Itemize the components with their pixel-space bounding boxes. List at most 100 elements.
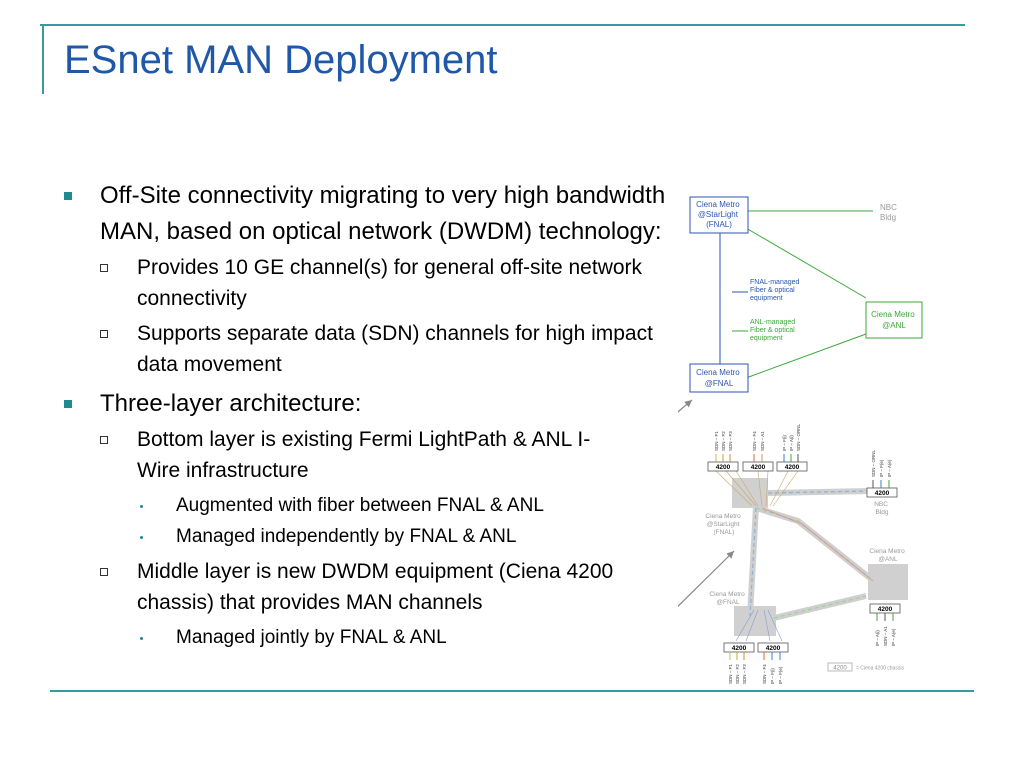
- node-fnal: [689, 363, 749, 393]
- chassis-top-3-label: 4200: [785, 464, 800, 471]
- site-anl-line1: Ciena Metro: [869, 548, 905, 555]
- svg-text:Ciena Metro @FNAL: Ciena Metro @FNAL: [709, 591, 746, 606]
- hollow-square-bullet-icon: [100, 436, 108, 444]
- channel-label: IP – F(i): [770, 668, 775, 684]
- sub-sub-bullet-text: Managed independently by FNAL & ANL: [176, 526, 517, 547]
- footer-rule: [50, 690, 974, 692]
- sub-sub-bullet-text: Managed jointly by FNAL & ANL: [176, 627, 447, 648]
- channel-label: IP – A(e): [887, 459, 892, 477]
- node-fnal-line1: Ciena Metro: [696, 368, 740, 377]
- channel-label: SDN – A1: [760, 431, 765, 451]
- sub-bullet-sdn: Supports separate data (SDN) channels fo…: [62, 318, 672, 380]
- hollow-square-bullet-icon: [100, 264, 108, 272]
- channel-arrows-anl: [876, 613, 894, 621]
- fiber-ring-dash-blue: [749, 490, 871, 617]
- channel-arrows-top: [715, 454, 799, 462]
- legend-fnal-line1: FNAL-managed: [750, 279, 800, 286]
- pointer-arrow-lower: [678, 550, 735, 608]
- channel-label: SDN – F4: [752, 431, 757, 451]
- legend-anl-line2: Fiber & optical: [750, 327, 795, 334]
- svg-text:NBC Bldg: NBC Bldg: [880, 203, 899, 222]
- hollow-square-bullet-icon: [100, 330, 108, 338]
- channel-labels-top: SDN – F1 SDN – F2 SDN – F3 SDN – F4 SDN …: [714, 423, 801, 451]
- node-fnal-line2: @FNAL: [705, 379, 734, 388]
- channel-labels-anl: IP – A(i) SDN – A1 IP – A(e): [875, 626, 896, 646]
- channel-label: SDN – F1: [728, 664, 733, 684]
- bullet-offsite: Off-Site connectivity migrating to very …: [62, 178, 672, 250]
- channel-label: IP – A(i): [789, 435, 794, 451]
- node-starlight-line1: Ciena Metro: [696, 200, 740, 209]
- site-starlight-line3: (FNAL): [714, 529, 735, 536]
- hollow-square-bullet-icon: [100, 568, 108, 576]
- square-bullet-icon: [64, 400, 72, 408]
- bullet-text: Off-Site connectivity migrating to very …: [100, 182, 666, 245]
- sub-sub-bullet-fiber: Augmented with fiber between FNAL & ANL: [62, 490, 672, 521]
- square-bullet-icon: [64, 192, 72, 200]
- link-fnal-anl: [745, 333, 867, 379]
- bottom-diagram: 4200 4200 4200 4200 4200 4200 4200: [705, 423, 908, 684]
- svg-text:ANL-managed Fiber & opti: ANL-managed Fiber & optical equipment: [750, 319, 797, 342]
- legend-note: = Ciena 4200 chassis: [856, 666, 904, 672]
- site-anl-line2: @ANL: [878, 556, 898, 563]
- svg-text:Ciena Metro @ANL: Ciena Metro @ANL: [871, 310, 917, 330]
- site-nbc-line1: NBC: [874, 501, 888, 508]
- svg-text:Ciena Metro @FNAL: Ciena Metro @FNAL: [696, 368, 742, 388]
- sub-bullet-text: Bottom layer is existing Fermi LightPath…: [137, 428, 591, 482]
- channel-arrows-fnal: [729, 652, 781, 660]
- channel-label: SDN – F2: [735, 664, 740, 684]
- channel-label: SDN – F1: [714, 431, 719, 451]
- chassis-fnal-1: [723, 642, 755, 653]
- node-anl: [865, 301, 923, 339]
- sub-bullet-text: Supports separate data (SDN) channels fo…: [137, 322, 653, 376]
- channel-label: IP – F(e): [778, 666, 783, 684]
- channel-label: IP – A(e): [891, 628, 896, 646]
- channel-tie-lines: [715, 470, 799, 507]
- chassis-top-1-label: 4200: [716, 464, 731, 471]
- slide-title: ESnet MAN Deployment: [64, 38, 498, 82]
- fiber-ring-red: [761, 507, 874, 582]
- sub-bullet-text: Middle layer is new DWDM equipment (Cien…: [137, 560, 614, 614]
- channel-label: IP – A(i): [875, 630, 880, 646]
- sub-sub-bullet-managed-independently: Managed independently by FNAL & ANL: [62, 521, 672, 552]
- channel-label: SDN – ORNL: [796, 423, 801, 451]
- channel-label: SDN – F4: [762, 664, 767, 684]
- site-starlight-line2: @StarLight: [707, 521, 740, 528]
- chassis-fnal-2-label: 4200: [766, 645, 781, 652]
- link-starlight-anl: [745, 227, 867, 299]
- channel-labels-fnal: SDN – F1 SDN – F2 SDN – F3 SDN – F4 IP –…: [728, 664, 783, 684]
- bullet-list: Off-Site connectivity migrating to very …: [62, 178, 672, 653]
- legend-anl-line1: ANL-managed: [750, 319, 795, 326]
- node-anl-line1: Ciena Metro: [871, 310, 915, 319]
- svg-text:NBC Bldg: NBC Bldg: [874, 501, 890, 516]
- bullet-three-layer: Three-layer architecture:: [62, 386, 672, 422]
- sub-sub-bullet-text: Augmented with fiber between FNAL & ANL: [176, 495, 544, 516]
- legend-fnal-line2: Fiber & optical: [750, 287, 795, 294]
- chassis-fnal-1-label: 4200: [732, 645, 747, 652]
- svg-text:FNAL-managed Fiber & opt: FNAL-managed Fiber & optical equipment: [750, 279, 801, 302]
- node-anl-line2: @ANL: [882, 321, 906, 330]
- sub-bullet-middle-layer: Middle layer is new DWDM equipment (Cien…: [62, 556, 672, 618]
- site-nbc-line2: Bldg: [875, 509, 888, 516]
- sub-sub-bullet-managed-jointly: Managed jointly by FNAL & ANL: [62, 622, 672, 653]
- fnal-tie-lines: [735, 609, 783, 642]
- channel-arrows-nbc: [872, 480, 890, 488]
- channel-label: IP – F(i): [782, 435, 787, 451]
- channel-label: SDN – F3: [728, 431, 733, 451]
- dot-bullet-icon: [140, 536, 143, 539]
- channel-labels-nbc: SDN – ORNL IP – F(e) IP – A(e): [871, 449, 892, 477]
- node-starlight: [689, 196, 749, 234]
- top-diagram: Ciena Metro @StarLight (FNAL) Ciena Metr…: [689, 196, 923, 393]
- chassis-top-2: [742, 461, 774, 472]
- legend-chassis-label: 4200: [833, 666, 847, 672]
- channel-label: IP – F(e): [879, 459, 884, 477]
- bullet-text: Three-layer architecture:: [100, 390, 362, 417]
- sub-bullet-bottom-layer: Bottom layer is existing Fermi LightPath…: [62, 424, 672, 486]
- svg-text:Ciena Metro @ANL: Ciena Metro @ANL: [869, 548, 906, 563]
- sub-bullet-text: Provides 10 GE channel(s) for general of…: [137, 256, 643, 310]
- chassis-top-3: [776, 461, 808, 472]
- legend-anl-line3: equipment: [750, 335, 783, 342]
- chassis-nbc-label: 4200: [875, 490, 890, 497]
- man-network-diagram: Ciena Metro @StarLight (FNAL) Ciena Metr…: [678, 196, 923, 684]
- title-top-rule: [40, 24, 965, 26]
- dot-bullet-icon: [140, 505, 143, 508]
